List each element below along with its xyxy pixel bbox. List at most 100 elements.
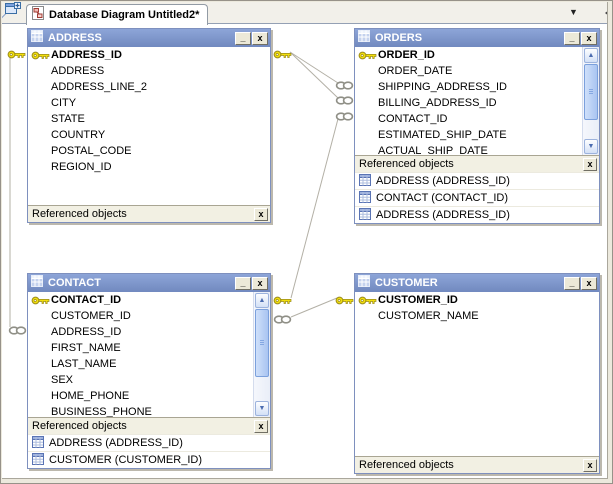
referenced-object-item[interactable]: ADDRESS (ADDRESS_ID) bbox=[28, 434, 270, 451]
column-row[interactable]: STATE bbox=[28, 111, 270, 127]
column-row[interactable]: FIRST_NAME bbox=[28, 340, 270, 356]
referenced-objects-label: Referenced objects bbox=[32, 208, 127, 220]
foreign-key-link-icon[interactable] bbox=[335, 93, 354, 111]
column-name: ADDRESS bbox=[51, 65, 105, 77]
referenced-object-item[interactable]: CONTACT (CONTACT_ID) bbox=[355, 189, 599, 206]
referenced-objects-label: Referenced objects bbox=[359, 158, 454, 170]
primary-key-icon bbox=[31, 295, 51, 306]
column-name: STATE bbox=[51, 113, 85, 125]
column-row[interactable]: CUSTOMER_NAME bbox=[355, 308, 599, 324]
column-name: CUSTOMER_ID bbox=[51, 310, 131, 322]
minimize-table-button[interactable]: _ bbox=[564, 31, 580, 45]
primary-key-icon bbox=[358, 295, 378, 306]
tab-list-dropdown-icon[interactable]: ▼ bbox=[569, 7, 578, 17]
column-row[interactable]: HOME_PHONE bbox=[28, 388, 270, 404]
primary-key-icon[interactable] bbox=[273, 293, 292, 311]
foreign-key-link-icon[interactable] bbox=[335, 78, 354, 96]
minimize-table-button[interactable]: _ bbox=[235, 276, 251, 290]
primary-key-icon[interactable] bbox=[335, 293, 354, 311]
referenced-objects-bar[interactable]: Referenced objects x bbox=[28, 417, 270, 434]
table-orders-titlebar[interactable]: ORDERS _ x bbox=[355, 29, 599, 47]
column-name: HOME_PHONE bbox=[51, 390, 130, 402]
close-table-button[interactable]: x bbox=[252, 31, 268, 45]
referenced-object-item[interactable]: ADDRESS (ADDRESS_ID) bbox=[355, 206, 599, 223]
scrollbar-thumb[interactable] bbox=[255, 309, 269, 377]
referenced-objects-bar[interactable]: Referenced objects x bbox=[355, 456, 599, 473]
column-row[interactable]: CONTACT_ID bbox=[355, 111, 599, 127]
table-customer-columns: CUSTOMER_ID CUSTOMER_NAME bbox=[355, 292, 599, 456]
column-row[interactable]: ADDRESS_ID bbox=[28, 47, 270, 63]
referenced-object-item[interactable]: ADDRESS (ADDRESS_ID) bbox=[355, 172, 599, 189]
column-row[interactable]: REGION_ID bbox=[28, 159, 270, 175]
referenced-objects-bar[interactable]: Referenced objects x bbox=[355, 155, 599, 172]
column-row[interactable]: LAST_NAME bbox=[28, 356, 270, 372]
column-row[interactable]: SEX bbox=[28, 372, 270, 388]
column-row[interactable]: BUSINESS_PHONE bbox=[28, 404, 270, 417]
referenced-object-label: ADDRESS (ADDRESS_ID) bbox=[376, 209, 510, 221]
close-panel-button[interactable]: x bbox=[583, 458, 597, 472]
minimize-table-button[interactable]: _ bbox=[235, 31, 251, 45]
column-row[interactable]: CUSTOMER_ID bbox=[355, 292, 599, 308]
column-row[interactable]: BILLING_ADDRESS_ID bbox=[355, 95, 599, 111]
foreign-key-link-icon[interactable] bbox=[335, 109, 354, 127]
scroll-up-button[interactable]: ▲ bbox=[255, 293, 269, 308]
column-row[interactable]: SHIPPING_ADDRESS_ID bbox=[355, 79, 599, 95]
foreign-key-link-icon[interactable] bbox=[273, 312, 292, 330]
scroll-up-button[interactable]: ▲ bbox=[584, 48, 598, 63]
scroll-down-button[interactable]: ▼ bbox=[584, 139, 598, 154]
tab-scroll-left-icon[interactable] bbox=[603, 6, 607, 25]
table-contact-titlebar[interactable]: CONTACT _ x bbox=[28, 274, 270, 292]
referenced-object-item[interactable]: CUSTOMER (CUSTOMER_ID) bbox=[28, 451, 270, 468]
close-table-button[interactable]: x bbox=[252, 276, 268, 290]
column-row[interactable]: CUSTOMER_ID bbox=[28, 308, 270, 324]
column-name: CONTACT_ID bbox=[378, 113, 448, 125]
column-name: CUSTOMER_ID bbox=[378, 294, 458, 306]
table-customer-titlebar[interactable]: CUSTOMER _ x bbox=[355, 274, 599, 292]
table-icon bbox=[358, 274, 370, 292]
minimize-table-button[interactable]: _ bbox=[564, 276, 580, 290]
primary-key-icon[interactable] bbox=[273, 47, 292, 65]
table-title: CONTACT bbox=[48, 277, 101, 289]
scrollbar-thumb[interactable] bbox=[584, 64, 598, 120]
column-name: BILLING_ADDRESS_ID bbox=[378, 97, 497, 109]
tab-database-diagram[interactable]: Database Diagram Untitled2* bbox=[26, 4, 209, 25]
referenced-objects-label: Referenced objects bbox=[32, 420, 127, 432]
column-row[interactable]: ORDER_ID bbox=[355, 47, 599, 63]
column-row[interactable]: ADDRESS bbox=[28, 63, 270, 79]
primary-key-icon[interactable] bbox=[7, 47, 26, 65]
referenced-objects-bar[interactable]: Referenced objects x bbox=[28, 205, 270, 222]
column-name: ADDRESS_ID bbox=[51, 326, 122, 338]
close-table-button[interactable]: x bbox=[581, 31, 597, 45]
column-name: ORDER_ID bbox=[378, 49, 435, 61]
table-address-titlebar[interactable]: ADDRESS _ x bbox=[28, 29, 270, 47]
column-row[interactable]: COUNTRY bbox=[28, 127, 270, 143]
column-row[interactable]: ADDRESS_LINE_2 bbox=[28, 79, 270, 95]
column-name: ORDER_DATE bbox=[378, 65, 453, 77]
column-row[interactable]: CITY bbox=[28, 95, 270, 111]
column-row[interactable]: ADDRESS_ID bbox=[28, 324, 270, 340]
vertical-scrollbar[interactable]: ▲ ▼ bbox=[253, 292, 270, 417]
column-name: ACTUAL_SHIP_DATE bbox=[378, 145, 488, 155]
close-panel-button[interactable]: x bbox=[254, 419, 268, 433]
table-contact-columns: CONTACT_ID CUSTOMER_ID ADDRESS_ID FIRST_… bbox=[28, 292, 270, 417]
scrollbar-grip bbox=[589, 89, 593, 95]
table-orders-columns: ORDER_ID ORDER_DATE SHIPPING_ADDRESS_ID … bbox=[355, 47, 599, 155]
column-row[interactable]: POSTAL_CODE bbox=[28, 143, 270, 159]
primary-key-icon bbox=[31, 50, 51, 61]
column-row[interactable]: ACTUAL_SHIP_DATE bbox=[355, 143, 599, 155]
column-row[interactable]: CONTACT_ID bbox=[28, 292, 270, 308]
foreign-key-link-icon[interactable] bbox=[8, 323, 27, 341]
table-customer: CUSTOMER _ x CUSTOMER_ID CUSTOMER_NAME R… bbox=[354, 273, 600, 474]
column-name: CITY bbox=[51, 97, 77, 109]
scroll-down-button[interactable]: ▼ bbox=[255, 401, 269, 416]
column-row[interactable]: ESTIMATED_SHIP_DATE bbox=[355, 127, 599, 143]
column-name: SEX bbox=[51, 374, 74, 386]
vertical-scrollbar[interactable]: ▲ ▼ bbox=[582, 47, 599, 155]
close-table-button[interactable]: x bbox=[581, 276, 597, 290]
table-icon bbox=[358, 29, 370, 47]
close-panel-button[interactable]: x bbox=[583, 157, 597, 171]
column-row[interactable]: ORDER_DATE bbox=[355, 63, 599, 79]
close-panel-button[interactable]: x bbox=[254, 207, 268, 221]
new-diagram-icon[interactable] bbox=[5, 2, 21, 20]
tab-title: Database Diagram Untitled2* bbox=[49, 9, 200, 21]
